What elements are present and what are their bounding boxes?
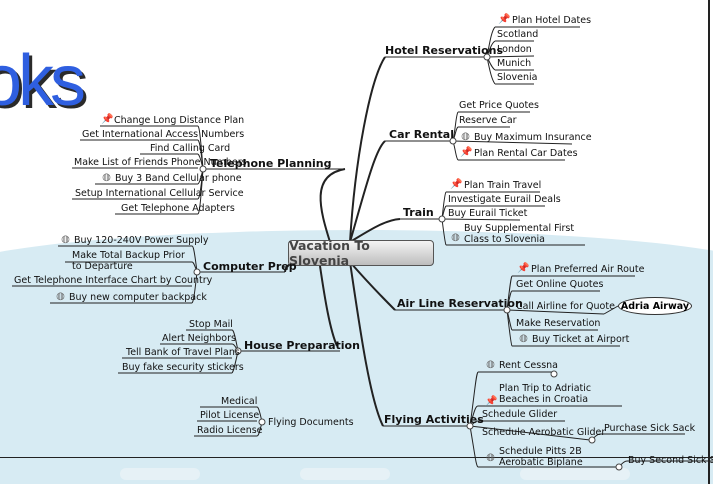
topic-reserve-car[interactable]: Reserve Car	[459, 115, 517, 126]
topic-slovenia[interactable]: Slovenia	[497, 72, 538, 83]
topic-buy-supplemental-first-class[interactable]: Buy Supplemental First Class to Slovenia	[464, 223, 575, 245]
branch-telephone-planning[interactable]: Telephone Planning	[210, 157, 332, 170]
topic-scotland[interactable]: Scotland	[497, 29, 539, 40]
topic-buy-fake-security-stickers[interactable]: Buy fake security stickers	[122, 362, 244, 373]
topic-tell-bank[interactable]: Tell Bank of Travel Plans	[126, 347, 240, 358]
branch-hotel-reservations[interactable]: Hotel Reservations	[385, 44, 504, 57]
branch-train[interactable]: Train	[403, 206, 434, 219]
topic-schedule-glider[interactable]: Schedule Glider	[482, 409, 558, 420]
note-icon: ◍	[61, 234, 70, 245]
topic-get-price-quotes[interactable]: Get Price Quotes	[459, 100, 539, 111]
topic-plan-trip-adriatic[interactable]: Plan Trip to Adriatic Beaches in Croatia	[499, 383, 592, 405]
topic-buy-computer-backpack[interactable]: Buy new computer backpack	[69, 292, 207, 303]
pin-icon: 📌	[517, 263, 530, 274]
faded-decoration	[520, 468, 630, 480]
topic-pilot-license[interactable]: Pilot License	[200, 410, 260, 421]
topic-plan-hotel-dates[interactable]: Plan Hotel Dates	[512, 15, 592, 26]
topic-make-reservation[interactable]: Make Reservation	[516, 318, 601, 329]
note-icon: ◍	[486, 359, 495, 370]
topic-stop-mail[interactable]: Stop Mail	[189, 319, 233, 330]
topic-rent-cessna[interactable]: Rent Cessna	[499, 360, 559, 371]
topic-munich[interactable]: Munich	[497, 58, 532, 69]
frame-edge	[0, 457, 713, 458]
note-icon: ◍	[461, 131, 470, 142]
note-icon: ◍	[451, 232, 460, 243]
callout-adria-airway[interactable]: Adria Airway	[618, 297, 692, 315]
topic-plan-train-travel[interactable]: Plan Train Travel	[464, 180, 542, 191]
topic-alert-neighbors[interactable]: Alert Neighbors	[162, 333, 236, 344]
topic-plan-preferred-air-route[interactable]: Plan Preferred Air Route	[531, 264, 645, 275]
central-topic[interactable]: Vacation To Slovenia	[288, 238, 434, 268]
branch-flying-activities[interactable]: Flying Activities	[384, 413, 484, 426]
branch-car-rental[interactable]: Car Rental	[389, 128, 454, 141]
topic-buy-power-supply[interactable]: Buy 120-240V Power Supply	[74, 235, 209, 246]
note-icon: ◍	[486, 452, 495, 463]
faded-decoration	[300, 468, 390, 480]
topic-make-total-backup[interactable]: Make Total Backup Prior to Departure	[72, 250, 185, 272]
pin-icon: 📌	[498, 14, 511, 25]
topic-buy-maximum-insurance[interactable]: Buy Maximum Insurance	[474, 132, 592, 143]
topic-buy-eurail-ticket[interactable]: Buy Eurail Ticket	[448, 208, 528, 219]
topic-buy-3-band-phone[interactable]: Buy 3 Band Cellular phone	[115, 173, 242, 184]
topic-buy-second-sick-sack[interactable]: Buy Second Sick Sack	[628, 455, 713, 466]
topic-london[interactable]: London	[497, 44, 532, 55]
branch-air-line-reservation[interactable]: Air Line Reservation	[397, 297, 523, 310]
topic-change-long-distance-plan[interactable]: Change Long Distance Plan	[114, 115, 245, 126]
pin-icon: 📌	[450, 179, 463, 190]
topic-get-telephone-adapters[interactable]: Get Telephone Adapters	[121, 203, 235, 214]
topic-purchase-sick-sack[interactable]: Purchase Sick Sack	[604, 423, 696, 434]
note-icon: ◍	[56, 291, 65, 302]
topic-schedule-aerobatic-glider[interactable]: Schedule Aerobatic Glider	[482, 427, 606, 438]
pin-icon: 📌	[460, 147, 473, 158]
branch-flying-documents[interactable]: Flying Documents	[268, 417, 354, 428]
topic-setup-cellular-service[interactable]: Setup International Cellular Service	[75, 188, 244, 199]
frame-edge	[708, 0, 710, 484]
topic-make-list-of-friends[interactable]: Make List of Friends Phone Numbers	[74, 157, 247, 168]
note-icon: ◍	[102, 172, 111, 183]
topic-radio-license[interactable]: Radio License	[197, 425, 263, 436]
note-icon: ◍	[519, 333, 528, 344]
logo-text: oks	[0, 41, 86, 121]
topic-investigate-eurail-deals[interactable]: Investigate Eurail Deals	[448, 194, 561, 205]
topic-buy-ticket-at-airport[interactable]: Buy Ticket at Airport	[532, 334, 630, 345]
topic-schedule-pitts-biplane[interactable]: Schedule Pitts 2B Aerobatic Biplane	[499, 446, 583, 468]
topic-plan-rental-car-dates[interactable]: Plan Rental Car Dates	[474, 148, 578, 159]
faded-decoration	[120, 468, 200, 480]
topic-get-online-quotes[interactable]: Get Online Quotes	[516, 279, 604, 290]
branch-computer-prep[interactable]: Computer Prep	[203, 260, 297, 273]
topic-get-international-access-numbers[interactable]: Get International Access Numbers	[82, 129, 245, 140]
topic-medical[interactable]: Medical	[221, 396, 258, 407]
branch-house-preparation[interactable]: House Preparation	[244, 339, 360, 352]
topic-get-telephone-interface-chart[interactable]: Get Telephone Interface Chart by Country	[14, 275, 213, 286]
pin-icon: 📌	[485, 396, 498, 407]
topic-call-airline-for-quote[interactable]: Call Airline for Quote	[516, 301, 615, 312]
topic-find-calling-card[interactable]: Find Calling Card	[150, 143, 231, 154]
pin-icon: 📌	[101, 114, 114, 125]
